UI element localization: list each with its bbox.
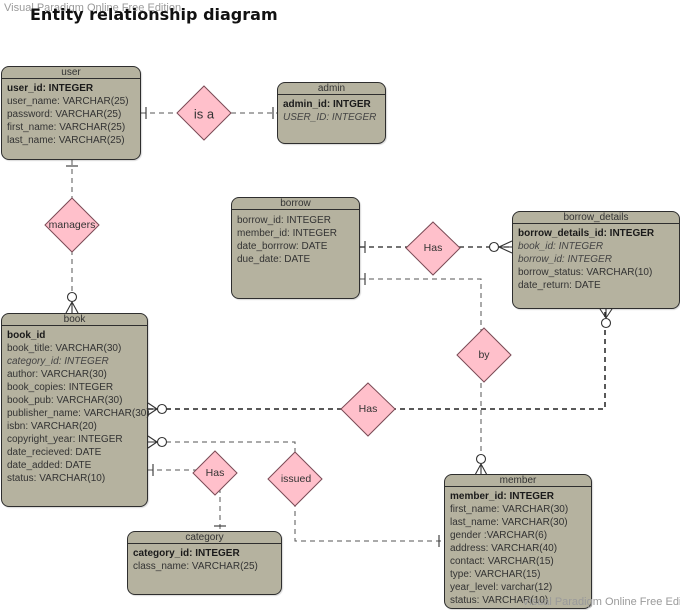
diagram-title: Entity relationship diagram bbox=[30, 5, 278, 24]
entity-book-title: book bbox=[2, 314, 147, 326]
attribute: last_name: VARCHAR(30) bbox=[450, 517, 568, 528]
entity-member-attributes: member_id: INTEGER first_name: VARCHAR(30… bbox=[445, 487, 591, 610]
attribute: book_copies: INTEGER bbox=[7, 382, 114, 393]
connector-book-member bbox=[148, 441, 444, 542]
entity-member-title: member bbox=[445, 475, 591, 487]
entity-category-attributes: category_id: INTEGER class_name: VARCHAR(… bbox=[128, 544, 281, 576]
entity-member[interactable]: member member_id: INTEGER first_name: VAR… bbox=[444, 474, 592, 609]
connector-book-borrowdetails bbox=[148, 310, 606, 410]
relationship-label-borrow-has: Has bbox=[423, 242, 443, 254]
attribute: class_name: VARCHAR(25) bbox=[133, 561, 258, 572]
relationship-label-category-has: Has bbox=[205, 467, 225, 479]
entity-admin-title: admin bbox=[278, 83, 385, 95]
crowfoot-borrowdetails-bottom bbox=[599, 308, 613, 329]
attribute: book_title: VARCHAR(30) bbox=[7, 343, 122, 354]
entity-borrow-details-title: borrow_details bbox=[513, 212, 679, 224]
primary-key-attribute: borrow_details_id: INTEGER bbox=[518, 228, 655, 239]
attribute: first_name: VARCHAR(30) bbox=[450, 504, 569, 515]
attribute: user_name: VARCHAR(25) bbox=[7, 96, 129, 107]
attribute: status: VARCHAR(10) bbox=[450, 595, 549, 606]
relationship-is-a bbox=[176, 85, 232, 141]
relationship-managers bbox=[44, 197, 100, 253]
attribute: date_recieved: DATE bbox=[7, 447, 102, 458]
attribute: contact: VARCHAR(15) bbox=[450, 556, 554, 567]
relationship-borrow-has bbox=[405, 221, 461, 276]
attribute: address: VARCHAR(40) bbox=[450, 543, 558, 554]
crowfoot-borrowdetails-has bbox=[488, 240, 513, 254]
attribute: publisher_name: VARCHAR(30) bbox=[7, 408, 150, 419]
attribute: borrow_status: VARCHAR(10) bbox=[518, 267, 653, 278]
attribute: date_added: DATE bbox=[7, 460, 92, 471]
attribute: first_name: VARCHAR(25) bbox=[7, 122, 126, 133]
attribute: member_id: INTEGER bbox=[237, 228, 338, 239]
foreign-key-attribute: USER_ID: INTEGER bbox=[283, 112, 377, 123]
relationship-label-is-a: is a bbox=[193, 106, 215, 122]
attribute: last_name: VARCHAR(25) bbox=[7, 135, 125, 146]
watermark-top: Visual Paradigm Online Free Edition bbox=[4, 2, 182, 14]
attribute: gender :VARCHAR(6) bbox=[450, 530, 548, 541]
attribute: status: VARCHAR(10) bbox=[7, 473, 106, 484]
attribute: copyright_year: INTEGER bbox=[7, 434, 123, 445]
connector-borrow-member bbox=[360, 278, 482, 474]
entity-borrow-attributes: borrow_id: INTEGER member_id: INTEGER date… bbox=[232, 210, 359, 269]
relationship-category-has bbox=[192, 450, 238, 496]
entity-book[interactable]: book book_id book_title: VARCHAR(30) categ… bbox=[1, 313, 150, 507]
entity-borrow-details[interactable]: borrow_details borrow_details_id: INTEGE… bbox=[512, 211, 680, 309]
attribute: book_pub: VARCHAR(30) bbox=[7, 395, 123, 406]
entity-category-title: category bbox=[128, 532, 281, 544]
relationship-label-managers: managers bbox=[48, 219, 96, 231]
watermark-bottom: Visual Paradigm Online Free Edition bbox=[522, 596, 680, 608]
attribute: borrow_id: INTEGER bbox=[237, 215, 331, 226]
crowfoot-book-issued bbox=[147, 435, 168, 449]
entity-category[interactable]: category category_id: INTEGER class_name:… bbox=[127, 531, 282, 595]
primary-key-attribute: user_id: INTEGER bbox=[7, 83, 94, 94]
attribute: date_return: DATE bbox=[518, 280, 601, 291]
attribute: due_date: DATE bbox=[237, 254, 311, 265]
crowfoot-book-managers bbox=[65, 291, 79, 314]
attribute: date_borrrow: DATE bbox=[237, 241, 328, 252]
relationship-by bbox=[456, 327, 512, 383]
attribute: password: VARCHAR(25) bbox=[7, 109, 122, 120]
attribute: isbn: VARCHAR(20) bbox=[7, 421, 97, 432]
entity-user[interactable]: user user_id: INTEGER user_name: VARCHAR(… bbox=[1, 66, 141, 160]
entity-borrow-title: borrow bbox=[232, 198, 359, 210]
relationship-label-by: by bbox=[478, 349, 490, 361]
primary-key-attribute: member_id: INTEGER bbox=[450, 491, 554, 502]
attribute: author: VARCHAR(30) bbox=[7, 369, 107, 380]
foreign-key-attribute: category_id: INTEGER bbox=[7, 356, 109, 367]
relationship-book-has bbox=[340, 382, 396, 437]
attribute: year_level: varchar(12) bbox=[450, 582, 553, 593]
crowfoot-member-by bbox=[474, 453, 488, 476]
primary-key-attribute: admin_id: INTGER bbox=[283, 99, 371, 110]
entity-admin[interactable]: admin admin_id: INTGER USER_ID: INTEGER bbox=[277, 82, 386, 144]
relationship-issued bbox=[267, 451, 323, 507]
attribute: type: VARCHAR(15) bbox=[450, 569, 541, 580]
entity-user-attributes: user_id: INTEGER user_name: VARCHAR(25) pa… bbox=[2, 79, 140, 150]
relationship-label-issued: issued bbox=[280, 473, 312, 485]
crowfoot-book-has bbox=[147, 402, 168, 416]
primary-key-attribute: book_id bbox=[7, 330, 46, 341]
foreign-key-attribute: book_id: INTEGER bbox=[518, 241, 604, 252]
entity-admin-attributes: admin_id: INTGER USER_ID: INTEGER bbox=[278, 95, 385, 127]
entity-borrow[interactable]: borrow borrow_id: INTEGER member_id: INTE… bbox=[231, 197, 360, 299]
primary-key-attribute: category_id: INTEGER bbox=[133, 548, 240, 559]
entity-book-attributes: book_id book_title: VARCHAR(30) category_i… bbox=[2, 326, 150, 488]
foreign-key-attribute: borrow_id: INTEGER bbox=[518, 254, 612, 265]
entity-borrow-details-attributes: borrow_details_id: INTEGER book_id: INTEG… bbox=[513, 224, 679, 295]
entity-user-title: user bbox=[2, 67, 140, 79]
relationship-label-book-has: Has bbox=[358, 403, 378, 415]
